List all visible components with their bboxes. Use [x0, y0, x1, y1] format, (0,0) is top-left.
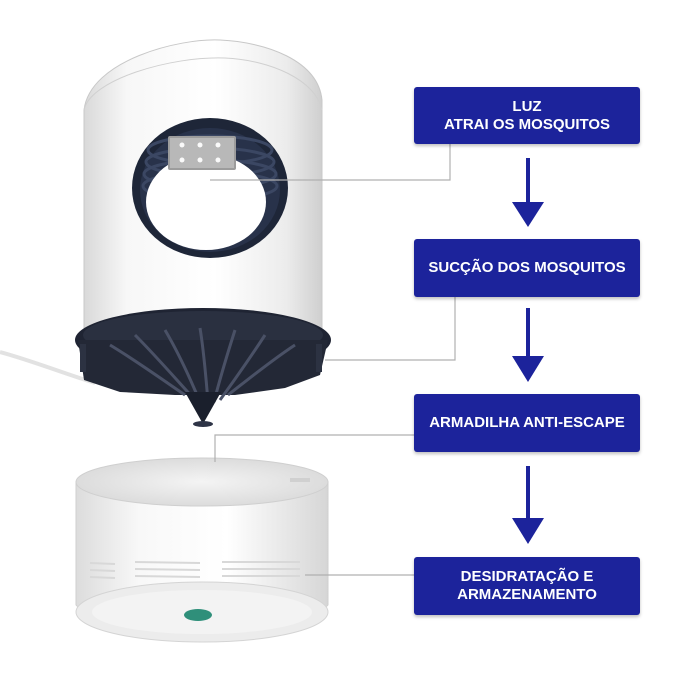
- base-indicator-icon: [184, 609, 212, 621]
- step-title: ARMADILHA ANTI-ESCAPE: [429, 414, 625, 431]
- led-plate-icon: [168, 136, 236, 170]
- upper-device: [83, 39, 323, 331]
- connector-lines: [210, 144, 456, 576]
- step-title: LUZ: [512, 97, 542, 115]
- arrow-down-icon: [512, 308, 544, 382]
- step-title: DESIDRATAÇÃO E: [460, 568, 594, 585]
- arrow-down-icon: [512, 466, 544, 544]
- suction-fan: [75, 308, 331, 427]
- storage-base: [75, 457, 329, 643]
- flow-arrows: [512, 158, 544, 544]
- light-window-opening: [146, 154, 266, 250]
- step-label-trap: ARMADILHA ANTI-ESCAPE: [414, 394, 640, 452]
- arrow-down-icon: [512, 158, 544, 227]
- step-subtitle: ARMAZENAMENTO: [457, 586, 597, 603]
- step-label-storage: DESIDRATAÇÃO E ARMAZENAMENTO: [414, 557, 640, 615]
- step-title: SUCÇÃO DOS MOSQUITOS: [428, 259, 626, 276]
- step-subtitle: ATRAI OS MOSQUITOS: [443, 115, 611, 133]
- step-label-light: LUZ ATRAI OS MOSQUITOS: [414, 87, 640, 144]
- step-label-suction: SUCÇÃO DOS MOSQUITOS: [414, 239, 640, 297]
